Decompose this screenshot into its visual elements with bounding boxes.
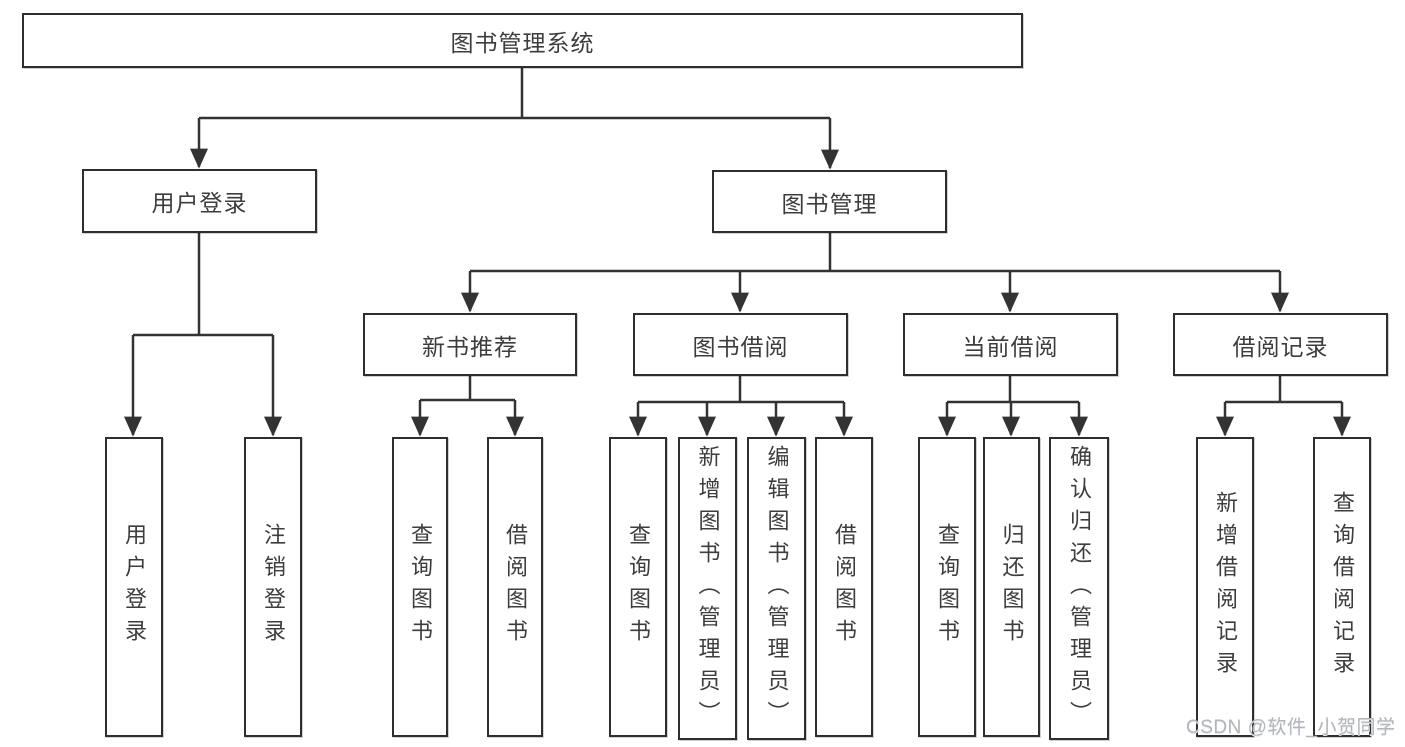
node-user-login: 用户登录 <box>82 169 317 233</box>
node-leaf-query-books-2: 查询图书 <box>609 437 667 737</box>
node-leaf-query-books-3: 查询图书 <box>918 437 976 737</box>
node-current-borrowing-label: 当前借阅 <box>962 333 1059 360</box>
node-leaf-add-books-admin-label: 新增图书（管理员） <box>695 444 721 733</box>
node-leaf-edit-books-admin-label: 编辑图书（管理员） <box>764 444 790 733</box>
node-user-login-label: 用户登录 <box>151 190 248 216</box>
node-new-book-recommend-label: 新书推荐 <box>422 333 518 360</box>
node-leaf-logout-label: 注销登录 <box>261 523 286 651</box>
node-leaf-add-borrow-record-label: 新增借阅记录 <box>1213 491 1238 683</box>
node-leaf-query-books-3-label: 查询图书 <box>935 523 960 651</box>
node-leaf-query-borrow-record: 查询借阅记录 <box>1313 437 1371 737</box>
node-current-borrowing: 当前借阅 <box>903 313 1118 376</box>
node-leaf-confirm-return-admin-label: 确认归还（管理员） <box>1067 444 1092 733</box>
node-root-label: 图书管理系统 <box>450 29 595 56</box>
watermark: CSDN @软件_小贺同学 <box>1186 717 1396 738</box>
node-borrowing-records-label: 借阅记录 <box>1232 333 1329 360</box>
node-leaf-query-books-1-label: 查询图书 <box>408 523 433 651</box>
node-book-borrowing: 图书借阅 <box>633 313 848 376</box>
node-root: 图书管理系统 <box>22 13 1023 68</box>
node-book-management-label: 图书管理 <box>781 190 878 217</box>
node-new-book-recommend: 新书推荐 <box>363 313 577 376</box>
node-leaf-query-borrow-record-label: 查询借阅记录 <box>1330 491 1355 683</box>
node-book-borrowing-label: 图书借阅 <box>692 333 789 360</box>
node-borrowing-records: 借阅记录 <box>1173 313 1388 376</box>
node-leaf-user-login: 用户登录 <box>105 437 163 737</box>
node-leaf-borrow-books-1-label: 借阅图书 <box>503 523 528 651</box>
node-book-management: 图书管理 <box>712 170 947 233</box>
node-leaf-add-books-admin: 新增图书（管理员） <box>678 437 737 740</box>
node-leaf-query-books-2-label: 查询图书 <box>626 523 651 651</box>
node-leaf-edit-books-admin: 编辑图书（管理员） <box>747 437 806 740</box>
node-leaf-logout: 注销登录 <box>244 437 302 737</box>
node-leaf-query-books-1: 查询图书 <box>392 437 448 737</box>
node-leaf-add-borrow-record: 新增借阅记录 <box>1196 437 1254 737</box>
node-leaf-user-login-label: 用户登录 <box>122 523 147 651</box>
node-leaf-borrow-books-1: 借阅图书 <box>487 437 543 737</box>
node-leaf-borrow-books-2: 借阅图书 <box>815 437 873 737</box>
node-leaf-return-books: 归还图书 <box>983 437 1040 737</box>
node-leaf-return-books-label: 归还图书 <box>999 523 1025 651</box>
node-leaf-confirm-return-admin: 确认归还（管理员） <box>1049 437 1109 740</box>
node-leaf-borrow-books-2-label: 借阅图书 <box>832 523 857 651</box>
